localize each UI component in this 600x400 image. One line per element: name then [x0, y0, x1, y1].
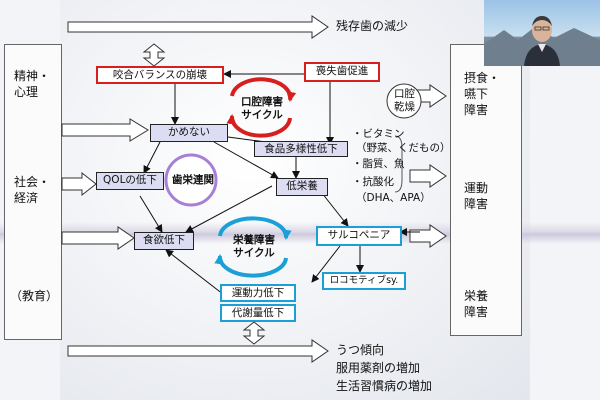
node-appetite-loss: 食欲低下: [134, 232, 194, 250]
top-banner-text: 残存歯の減少: [336, 19, 409, 33]
presenter-avatar: [484, 16, 600, 66]
nutrient-antioxidant-detail: （DHA、APA）: [356, 192, 431, 204]
presenter-video[interactable]: [484, 0, 600, 66]
nutrient-vitamin-detail: （野菜、くだもの）: [356, 142, 451, 154]
label-motor: 運動 障害: [464, 181, 489, 211]
node-motor-decline: 運動力低下: [220, 284, 296, 302]
right-column: [450, 44, 522, 336]
node-undernutrition: 低栄養: [276, 178, 328, 196]
node-qol-decline: QOLの低下: [96, 172, 164, 190]
node-tooth-loss: 喪失歯促進: [304, 62, 380, 82]
nutrient-antioxidant: ・抗酸化: [352, 176, 394, 188]
oral-cycle-label: 口腔障害 サイクル: [241, 96, 283, 121]
bottom-item-lifestyle-disease: 生活習慣病の増加: [336, 379, 433, 393]
nutrient-vitamin: ・ビタミン: [352, 128, 405, 140]
left-column: [4, 44, 62, 340]
node-occlusion-collapse: 咬合バランスの崩壊: [96, 66, 224, 84]
label-mental: 精神・ 心理: [14, 69, 51, 99]
node-sarcopenia: サルコペニア: [316, 226, 402, 246]
node-dental-link: 歯栄連関: [172, 174, 214, 186]
node-locomotive: ロコモティブsy.: [322, 272, 406, 290]
label-nutrition-disorder: 栄養 障害: [464, 289, 489, 319]
nutrient-fat: ・脂質、魚: [352, 158, 405, 170]
bottom-item-depression: うつ傾向: [336, 343, 385, 357]
nutrition-cycle-label: 栄養障害 サイクル: [233, 234, 275, 259]
label-swallow: 摂食・ 嚥下 障害: [464, 71, 501, 117]
label-social: 社会・ 経済: [14, 175, 51, 205]
node-cannot-chew: かめない: [150, 124, 228, 142]
node-dry-mouth: 口腔 乾燥: [394, 88, 415, 113]
node-metabolism-decline: 代謝量低下: [220, 304, 296, 322]
bottom-item-medication: 服用薬剤の増加: [336, 361, 421, 375]
label-education: （教育）: [10, 289, 59, 303]
node-food-diversity: 食品多様性低下: [254, 141, 348, 157]
